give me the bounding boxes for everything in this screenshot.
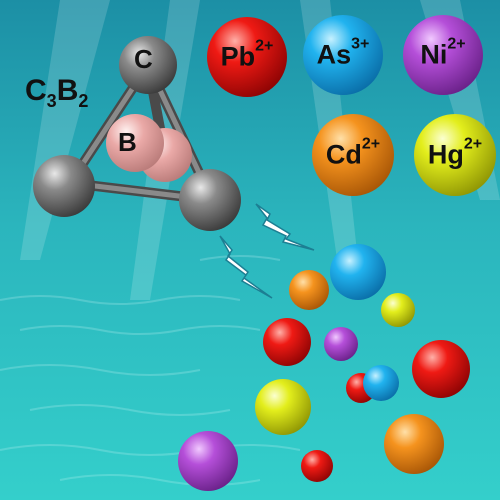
carbon-atom-right xyxy=(179,169,241,231)
ion-sphere-as xyxy=(303,15,383,95)
floating-ion xyxy=(330,244,386,300)
ion-symbol: Ni xyxy=(420,39,448,70)
ion-symbol: Pb xyxy=(220,41,256,72)
ion-charge: 2+ xyxy=(463,135,483,153)
ion-charge: 2+ xyxy=(255,37,274,55)
ion-charge: 2+ xyxy=(447,35,466,53)
floating-ion xyxy=(324,327,358,361)
floating-ions xyxy=(178,244,470,491)
formula-b: B xyxy=(56,74,79,107)
lightning-bolts xyxy=(219,203,315,299)
ion-label-cd: Cd2+ xyxy=(325,136,380,171)
floating-ion xyxy=(178,431,238,491)
floating-ion xyxy=(255,379,311,435)
molecule-formula: C3B2 xyxy=(25,74,88,112)
ion-symbol: As xyxy=(316,39,352,70)
ion-charge: 3+ xyxy=(351,35,370,53)
floating-ion xyxy=(263,318,311,366)
lightning-bolt-icon xyxy=(219,235,273,299)
ion-charge: 2+ xyxy=(361,135,381,153)
lightning-bolt-icon xyxy=(255,203,315,251)
ion-sphere-cd xyxy=(312,114,394,196)
floating-ion xyxy=(384,414,444,474)
boron-atom-front xyxy=(106,114,164,172)
ion-sphere-pb xyxy=(207,17,287,97)
formula-c: C xyxy=(25,74,47,107)
carbon-label: C xyxy=(134,44,153,74)
formula-c-count: 3 xyxy=(46,91,57,111)
formula-b-count: 2 xyxy=(78,91,89,111)
ion-sphere-hg xyxy=(414,114,496,196)
floating-ion xyxy=(289,270,329,310)
ion-symbol: Hg xyxy=(427,139,464,170)
ion-sphere-ni xyxy=(403,15,483,95)
carbon-atom-top xyxy=(119,36,177,94)
water-ripples xyxy=(0,255,301,486)
boron-label: B xyxy=(118,127,137,157)
ion-label-pb: Pb2+ xyxy=(220,38,274,73)
ion-label-as: As3+ xyxy=(316,36,370,71)
ion-symbol: Cd xyxy=(325,139,362,170)
floating-ion xyxy=(363,365,399,401)
ion-label-hg: Hg2+ xyxy=(427,136,482,171)
carbon-atom-left xyxy=(33,155,95,217)
ion-label-ni: Ni2+ xyxy=(420,36,465,71)
floating-ion xyxy=(412,340,470,398)
floating-ion xyxy=(381,293,415,327)
floating-ion xyxy=(301,450,333,482)
